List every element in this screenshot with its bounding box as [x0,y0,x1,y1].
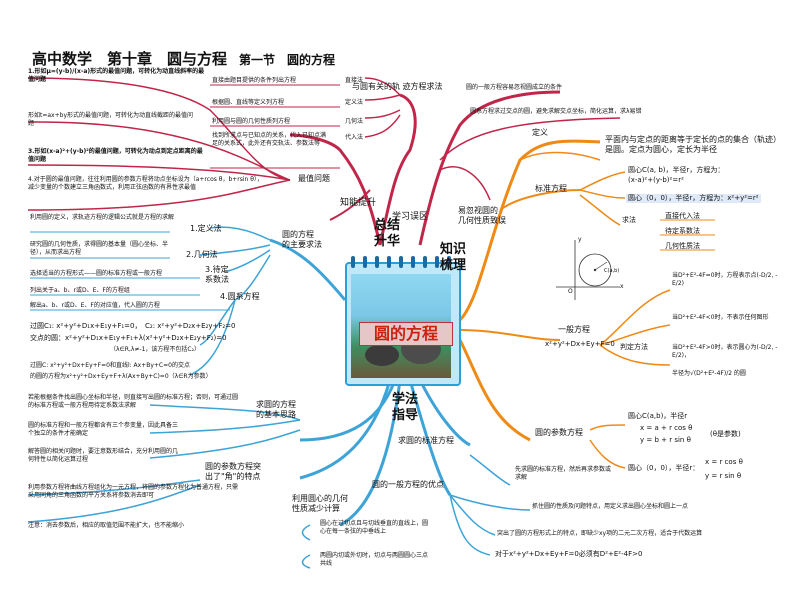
geometry-title: 利用圆心的几何 性质减少计算 [292,494,348,513]
center-picture: 圆的方程 [351,274,453,378]
branch-study-error: 学习误区 [392,212,429,222]
solve-1: 直接代入法 [665,212,700,220]
param-1y: y = b + r sin θ [640,436,691,444]
error-1: 圆的一般方程容易忽视圆成立的条件 [466,84,563,91]
geometry-2: 两圆内切或外切时，切点与两圆圆心三点共线 [320,552,429,567]
solve-2: 待定系数法 [665,227,700,235]
circle-sys-3: （λ∈R,λ≠-1，该方程不包括C₂） [110,346,201,353]
judge-title: 判定方法 [620,343,648,351]
method-desc-2: 研究圆的几何性质，求得圆的基本量（圆心坐标、半径），从而求出方程 [30,241,169,256]
locus-name-2: 定义法 [345,99,364,106]
error-2: 圆系方程求过交点的圆，避免求解交点坐标，简化运算，求λ易错 [470,108,642,115]
method-name-2: 2.几何法 [186,250,218,259]
judge-1: 当D²+E²-4F=0时，方程表示点(-D/2, -E/2) [672,272,778,287]
graph-label: C(a,b) [604,268,620,274]
basic-idea-title: 求圆的方程 的基本思路 [256,400,296,419]
param-1x: x = a + r cos θ [640,424,693,432]
std-2: 圆心（0，0），半径r，方程为：x²+y²=r² [626,194,761,203]
param-feature-1: 利用参数方程将曲线方程组化为一元方程，将圆的参数方程化为普通方程，只需采用同角的… [28,484,239,499]
graph-axis-y: y [578,236,582,243]
locus-name-4: 代入法 [345,134,364,141]
idea-2: 圆的标准方程和一般方程都含有三个参变量，因此具备三个独立的条件才能确定 [28,422,179,437]
graph-axis-x: x [620,283,624,290]
judge-2: 当D²+E²-4F<0时，不表示任何图形 [672,314,769,321]
extreme-3: 3.形如(x-a)²+(y-b)²的最值问题，可转化为动点到定点距离的最值问题 [28,148,203,163]
locus-desc-3: 利用圆与圆的几何性质列方程 [212,118,291,125]
method-name-1: 1.定义法 [190,224,222,233]
param-feature-title: 圆的参数方程突 出了"角"的特点 [205,462,261,481]
branch-knowledge-up: 知能提升 [340,198,377,208]
circle-sys-4: 过圆C: x²+y²+Dx+Ey+F=0和直线l: Ax+By+C=0的交点 [30,362,190,369]
std-1b: (x-a)²+(y-b)²=r² [628,176,684,184]
section-title: 第一节 圆的方程 [239,53,336,67]
std-method-title: 求圆的标准方程 [398,436,454,445]
error-group: 易忽视圆的 几何性质致误 [458,206,506,225]
idea-1: 若能根据条件找出圆心坐标和半径，则直接写出圆的标准方程；否则，可通过圆的标准方程… [28,394,239,409]
binder-rings [351,256,451,268]
method-desc-1: 利用圆的定义，求轨迹方程的逻辑公式就是方程的求解 [30,214,175,221]
method-desc-3: 选择适当的方程形式——圆的标准方程或一般方程 [30,270,163,277]
center-label: 圆的方程 [359,322,453,346]
circle-sys-1: 过圆C₁: x²+y²+D₁x+E₁y+F₁=0， C₂: x²+y²+D₂x+… [30,322,236,330]
geometry-1: 圆心在过切点且与切线垂直的直线上，圆心在每一条弦的中垂线上 [320,520,429,535]
method-name-3: 3.待定 系数法 [205,265,229,284]
page-title: 高中数学 第十章 圆与方程第一节 圆的方程 [32,50,336,68]
solve-3: 几何性质法 [665,242,700,250]
extreme-title: 最值问题 [298,174,330,183]
extreme-2: 形如t=ax+by形式的最值问题，可转化为动直线截距的最值问题 [28,112,193,127]
circle-sys-5: 的圆的方程为x²+y²+Dx+Ey+F+λ(Ax+By+C)=0（λ∈R为参数） [30,373,212,380]
method-desc-5: 解出a、b、r或D、E、F的对应值，代入圆的方程 [30,302,160,309]
locus-desc-2: 根据圆、直线等定义列方程 [212,99,285,106]
method-desc-4: 列出关于a、b、r或D、E、F的方程组 [30,287,130,294]
branch-method: 学法 指导 [392,392,419,423]
graph-origin: O [568,288,573,295]
method-name-4: 4.圆系方程 [220,292,260,301]
std-method-text: 先求圆的标准方程，然后再求参数或求解 [515,466,612,481]
gen-text-1: 抓住圆的性质及问题特点，用定义求出圆心坐标和圆上一点 [532,503,689,510]
extreme-1: 1.形如μ=(y-b)/(x-a)形式的最值问题，可转化为动直线斜率的最值问题 [28,68,205,83]
param-2x: x = r cos θ [705,458,743,466]
center-card: 圆的方程 [345,256,461,386]
branch-knowledge: 知识 梳理 [440,242,467,273]
param-1note: (θ是参数) [710,430,741,438]
judge-4: 半径为√(D²+E²-4F)/2 的圆 [672,370,746,377]
gen-text-3: 对于x²+y²+Dx+Ey+F=0必须有D²+E²-4F>0 [495,550,643,558]
def-text: 平面内与定点的距离等于定长的点的集合（轨迹）是圆。定点为圆心，定长为半径 [605,135,781,154]
param-2: 圆心（0，0），半径r： [628,464,700,472]
param-2y: y = r sin θ [705,472,742,480]
extreme-4: 4.对于圆的最值问题，往往利用圆的参数方程将动点坐标设为（a+rcos θ，b+… [28,176,263,191]
param-feature-2: 注意：消去参数后，相应的取值范围不能扩大，也不能缩小 [28,522,185,529]
param-title: 圆的参数方程 [535,428,583,437]
std-1: 圆心C(a, b)，半径r，方程为： [628,166,725,174]
circle-graph [556,240,620,300]
general-title: 一般方程 [558,325,590,334]
std-title: 标准方程 [535,184,567,193]
locus-method-title: 与圆有关的轨 迹方程求法 [352,82,443,91]
general-eq: x²+y²+Dx+Ey+F=0 [545,340,615,348]
gen-text-2: 突出了圆的方程形式上的特点，即缺少xy项的二元二次方程，适合于代数运算 [497,530,703,537]
circle-sys-2: 交点的圆：x²+y²+D₁x+E₁y+F₁+λ(x²+y²+D₂x+E₂y+F₂… [30,334,227,342]
locus-desc-4: 找到所求点与已知点的关系，代入已知点满足的关系式，此外还有交轨法、参数法等 [212,132,327,147]
locus-name-1: 直接法 [345,77,364,84]
locus-desc-1: 直接由题目提供的条件列出方程 [212,77,297,84]
judge-3: 当D²+E²-4F>0时，表示圆心为(-D/2, -E/2)， [672,344,778,359]
branch-summary: 总结 升华 [374,218,401,249]
def-title: 定义 [532,128,548,137]
solve-title: 求法 [622,216,636,224]
locus-name-3: 几何法 [345,118,364,125]
idea-3: 解答圆的相关问题时，要注意数形结合，充分利用圆的几何特性以简化运算过程 [28,448,179,463]
param-1: 圆心C(a,b)，半径r [628,412,688,420]
main-method-title: 圆的方程 的主要求法 [282,230,322,249]
gen-adv-title: 圆的一般方程的优点 [372,480,444,489]
